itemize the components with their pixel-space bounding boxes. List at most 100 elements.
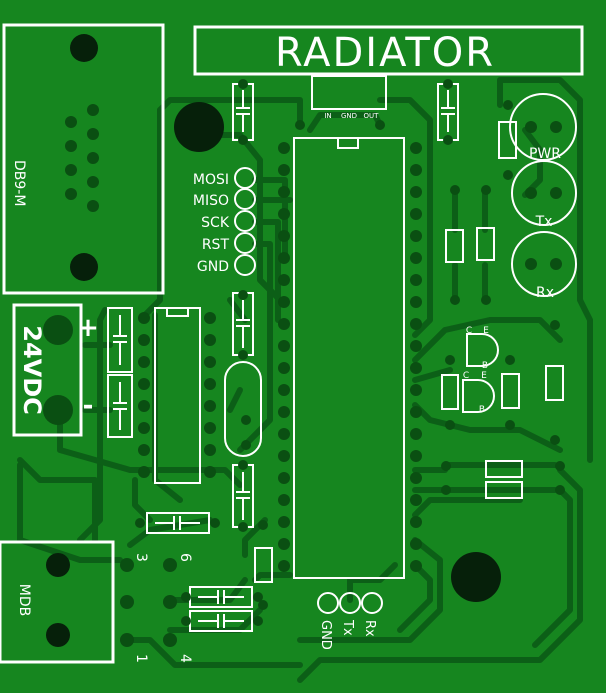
capacitor-c6 (107, 374, 133, 438)
pad (138, 378, 150, 390)
pad (138, 466, 150, 478)
copper-traces (17, 77, 593, 683)
pad (278, 340, 290, 352)
isp-miso-label: MISO (193, 193, 229, 209)
mcu-outline (293, 137, 405, 579)
power-plus-sign: + (77, 313, 99, 343)
pad (375, 120, 385, 130)
pad (163, 633, 177, 647)
pad (410, 208, 422, 220)
resistor-r2 (445, 229, 464, 263)
pad (238, 79, 248, 89)
pad (410, 340, 422, 352)
regulator-outline (311, 75, 387, 110)
pad (120, 595, 134, 609)
serial-rx-label: Rx (362, 620, 377, 637)
serial-header-pads (317, 592, 383, 614)
pad (241, 440, 251, 450)
transistor-q1-c-label: C (466, 326, 472, 336)
led-tx-outline (511, 160, 577, 226)
resistor-r6 (545, 365, 564, 401)
pad (204, 334, 216, 346)
isp-mosi-label: MOSI (193, 172, 229, 188)
pad (65, 140, 77, 152)
pad (163, 595, 177, 609)
pad (450, 295, 460, 305)
resistor-r8 (485, 481, 523, 499)
pad (443, 79, 453, 89)
pad (410, 274, 422, 286)
pad (241, 415, 251, 425)
pad (441, 461, 451, 471)
pad (181, 592, 191, 602)
power-minus-sign: - (83, 391, 94, 421)
pad (410, 406, 422, 418)
pad (278, 428, 290, 440)
pad (445, 420, 455, 430)
board-mount-hole-1 (174, 102, 224, 152)
transistor-q2-b-label: B (479, 405, 485, 415)
pad (258, 600, 268, 610)
pad (204, 422, 216, 434)
board-title: RADIATOR (275, 30, 495, 76)
mdb-label: MDB (16, 584, 32, 616)
mcu-notch (337, 137, 359, 149)
power-connector-outline (12, 303, 83, 437)
pad (410, 296, 422, 308)
power-pad-minus (43, 395, 73, 425)
serial-gnd-label: GND (318, 620, 333, 650)
title-box (193, 25, 584, 76)
pad (278, 516, 290, 528)
mdb-pin3-label: 3 (133, 553, 149, 562)
through-hole-pads (65, 79, 565, 647)
pad (450, 185, 460, 195)
pad (138, 356, 150, 368)
pad (410, 164, 422, 176)
pad (278, 208, 290, 220)
pad (138, 422, 150, 434)
board-mount-hole-2 (451, 552, 501, 602)
resistor-r3 (476, 227, 495, 261)
led-rx-outline (511, 231, 577, 297)
pad (204, 466, 216, 478)
regulator-out-label: OUT (364, 112, 380, 120)
db9-connector-outline (2, 23, 165, 295)
pad (278, 142, 290, 154)
regulator-in-label: IN (324, 112, 331, 120)
pad (555, 461, 565, 471)
pad (410, 538, 422, 550)
led-rx-label: Rx (536, 285, 554, 301)
pad (410, 560, 422, 572)
pad (138, 312, 150, 324)
pad (120, 633, 134, 647)
pad (278, 362, 290, 374)
pad (525, 258, 537, 270)
pad (278, 472, 290, 484)
pad (65, 116, 77, 128)
isp-header-pads (234, 167, 256, 276)
pad (410, 516, 422, 528)
pad (278, 318, 290, 330)
pad (503, 100, 513, 110)
pad (445, 355, 455, 365)
pad (138, 334, 150, 346)
pad (238, 460, 248, 470)
pad (410, 362, 422, 374)
crystal-outline (224, 361, 262, 457)
pad (410, 318, 422, 330)
pad (410, 252, 422, 264)
pad (65, 164, 77, 176)
pad (253, 592, 263, 602)
pad (503, 170, 513, 180)
pad (410, 230, 422, 242)
pad (278, 538, 290, 550)
pad (138, 444, 150, 456)
pad (204, 444, 216, 456)
resistor-r5 (501, 373, 520, 409)
pad (505, 355, 515, 365)
pad (410, 186, 422, 198)
pad (278, 252, 290, 264)
isp-gnd-label: GND (197, 259, 229, 275)
db9-label: DB9-M (11, 160, 27, 206)
